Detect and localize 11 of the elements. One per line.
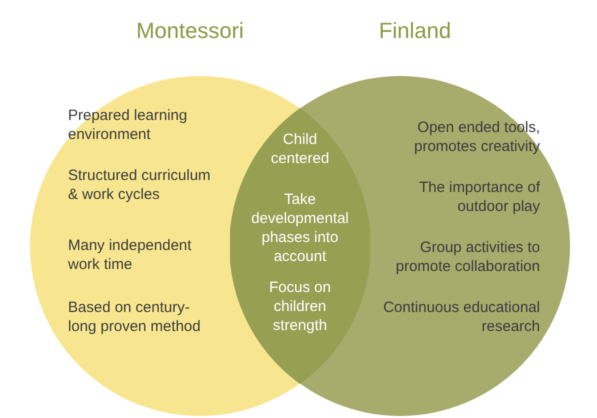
feature-text: Many independent work time (68, 236, 192, 274)
feature-text: Take developmental phases into account (250, 190, 350, 266)
feature-text: Focus on children strength (268, 278, 332, 335)
feature-text: Structured curriculum & work cycles (68, 166, 212, 204)
feature-text: Based on century-long proven method (68, 298, 202, 336)
feature-text: Continuous educational research (382, 298, 540, 336)
set-heading: Montessori (135, 18, 245, 44)
feature-text: The importance of outdoor play (418, 178, 540, 216)
set-heading: Finland (378, 18, 452, 44)
feature-text: Child centered (270, 130, 330, 168)
feature-text: Group activities to promote collaboration (394, 238, 540, 276)
